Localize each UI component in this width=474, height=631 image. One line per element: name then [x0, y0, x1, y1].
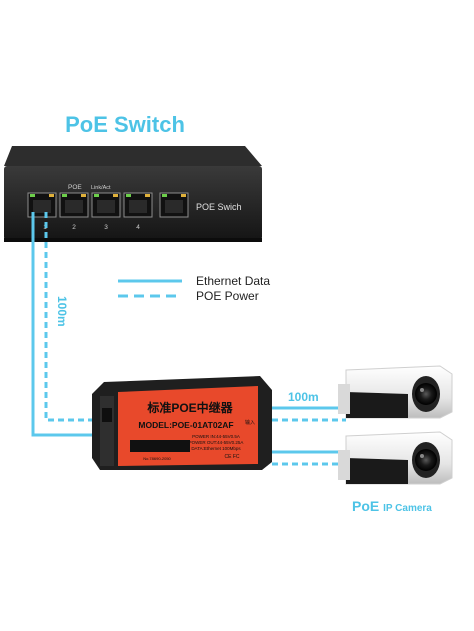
vertical-distance-label: 100m — [55, 296, 69, 327]
switch-port-2[interactable] — [59, 192, 89, 218]
ethernet-data-cable-switch — [31, 212, 98, 437]
switch-top-face — [4, 146, 262, 166]
camera-label-sub: IP Camera — [383, 503, 432, 514]
extender-left-end — [100, 396, 114, 466]
port-number-2: 2 — [72, 224, 76, 231]
legend-ethernet-data: Ethernet Data — [196, 274, 271, 288]
camera-label-main: PoE — [352, 498, 380, 514]
switch-uplink-port[interactable] — [159, 192, 189, 218]
horizontal-distance-label: 100m — [288, 390, 319, 404]
camera-2-lens — [415, 449, 437, 471]
extender-barcode — [130, 440, 190, 452]
switch-base — [4, 238, 262, 242]
switch-link-label: Link/Act — [91, 185, 111, 191]
legend-poe-power: POE Power — [196, 289, 259, 303]
extender-data-spec: DATA:Ethernet 100Mbps — [191, 446, 241, 451]
ip-camera-2 — [338, 431, 453, 485]
poe-extender: 标准POE中继器 MODEL:POE-01AT02AF POWER IN:44-… — [92, 376, 272, 470]
extender-title: 标准POE中继器 — [146, 400, 233, 415]
port-number-3: 3 — [104, 224, 108, 231]
ip-camera-1 — [338, 365, 453, 419]
switch-name-label: POE Swich — [196, 202, 242, 212]
switch-poe-label: POE — [68, 184, 82, 191]
switch-port-3[interactable] — [91, 192, 121, 218]
diagram-title: PoE Switch — [65, 112, 185, 137]
extender-model: MODEL:POE-01AT02AF — [138, 420, 233, 430]
camera-1-lens — [415, 383, 437, 405]
extender-marks: CE FC — [225, 454, 240, 460]
cable-lines — [31, 212, 346, 466]
poe-power-cable-switch — [44, 212, 98, 422]
extender-serial: No.78690-2050 — [143, 456, 171, 461]
extender-input-port[interactable] — [102, 408, 112, 422]
port-number-4: 4 — [136, 224, 140, 231]
camera-label: PoE IP Camera — [352, 498, 432, 514]
extender-power-in: POWER IN:44-55V0.5A — [192, 434, 240, 439]
extender-side-label: 输入 — [245, 419, 255, 426]
poe-switch: POE Link/Act — [4, 146, 262, 242]
switch-port-4[interactable] — [123, 192, 153, 218]
extender-power-out: POWER OUT:44-55V0.25A — [189, 440, 244, 445]
